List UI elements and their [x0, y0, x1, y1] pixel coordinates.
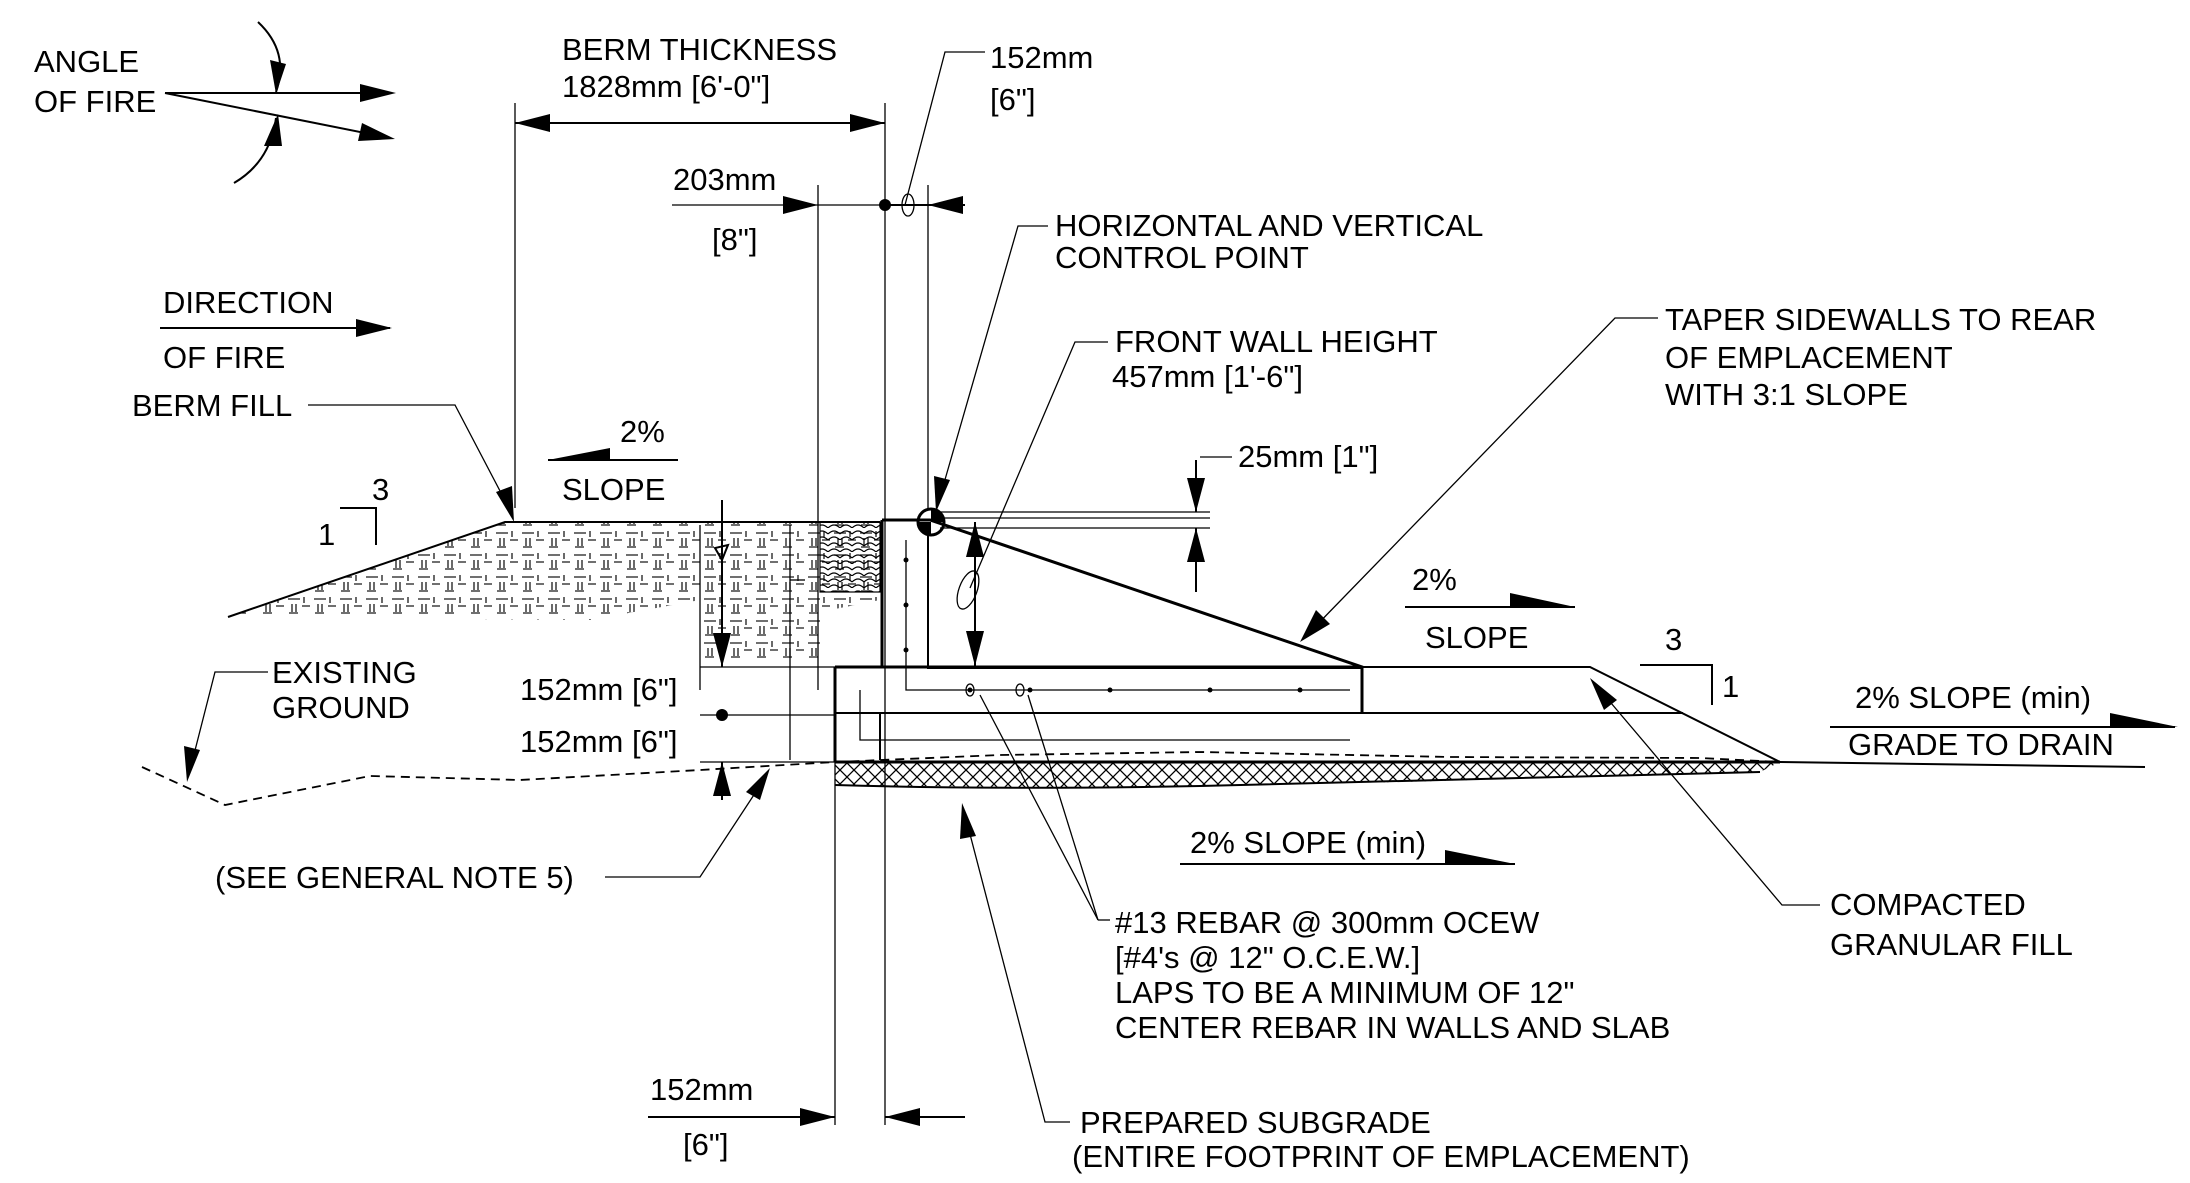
existing-ground-leader — [184, 671, 268, 782]
direction-of-fire-arrow — [160, 319, 392, 337]
rebar-label-2: [#4's @ 12" O.C.E.W.] — [1115, 940, 1420, 975]
ratio-left-3: 3 — [372, 472, 389, 507]
rebar-label-3: LAPS TO BE A MINIMUM OF 12" — [1115, 975, 1575, 1010]
existing-ground-line — [141, 751, 1781, 806]
front-wall-label-2: 457mm [1'-6"] — [1112, 359, 1303, 394]
berm-thickness-dimension — [514, 103, 886, 1125]
front-wall-label-1: FRONT WALL HEIGHT — [1115, 324, 1438, 359]
rebar-label-1: #13 REBAR @ 300mm OCEW — [1115, 905, 1540, 940]
compacted-label-2: GRANULAR FILL — [1830, 927, 2073, 962]
taper-leader — [1300, 317, 1658, 642]
dim-152-bottom-leader — [648, 762, 965, 1126]
slope-pct-berm: 2% — [620, 414, 665, 449]
general-note-label: (SEE GENERAL NOTE 5) — [215, 860, 574, 895]
right-ground-line — [1779, 713, 2178, 768]
slope-word-slab: SLOPE — [1425, 620, 1528, 655]
slope-word-berm: SLOPE — [562, 472, 665, 507]
direction-of-fire-label-1: DIRECTION — [163, 285, 334, 320]
slope-arrow-berm — [548, 448, 678, 461]
rebar-leader — [979, 694, 1110, 921]
berm-fill-label: BERM FILL — [132, 388, 292, 423]
dim-152-label-a: 152mm [6"] — [520, 672, 677, 707]
ratio-left-1: 1 — [318, 517, 335, 552]
taper-label-2: OF EMPLACEMENT — [1665, 340, 1953, 375]
taper-label-3: WITH 3:1 SLOPE — [1665, 377, 1908, 412]
slope-arrow-slab — [1405, 593, 1575, 608]
rebar-label-4: CENTER REBAR IN WALLS AND SLAB — [1115, 1010, 1670, 1045]
angle-of-fire-symbol — [164, 21, 396, 184]
dim-25-leader — [940, 456, 1232, 592]
dim-152-bottom-unit: [6"] — [683, 1127, 728, 1162]
direction-of-fire-label-2: OF FIRE — [163, 340, 285, 375]
control-point-leader — [934, 225, 1048, 512]
ratio-right-3: 3 — [1665, 622, 1682, 657]
dim-152-top-unit: [6"] — [990, 82, 1035, 117]
subgrade-label-2: (ENTIRE FOOTPRINT OF EMPLACEMENT) — [1072, 1139, 1690, 1174]
angle-of-fire-label-1: ANGLE — [34, 44, 139, 79]
dim-203-unit: [8"] — [712, 222, 757, 257]
berm-fill-leader — [308, 404, 514, 522]
slope-min-bottom-label: 2% SLOPE (min) — [1190, 825, 1426, 860]
dim-25-label: 25mm [1"] — [1238, 439, 1378, 474]
control-point-marker — [916, 507, 946, 537]
slope-arrow-bottom — [1180, 850, 1515, 865]
compacted-label-1: COMPACTED — [1830, 887, 2026, 922]
dim-203-value: 203mm — [673, 162, 776, 197]
control-point-label-2: CONTROL POINT — [1055, 240, 1309, 275]
dim-152-top-leader — [879, 51, 985, 515]
slope-min-right-label: 2% SLOPE (min) — [1855, 680, 2091, 715]
angle-of-fire-label-2: OF FIRE — [34, 84, 156, 119]
ratio-right-symbol — [1640, 664, 1713, 705]
compacted-leader — [1590, 678, 1820, 906]
dim-152-vertical — [699, 525, 835, 800]
grade-to-drain-label: GRADE TO DRAIN — [1848, 727, 2114, 762]
existing-ground-label-1: EXISTING — [272, 655, 417, 690]
general-note-leader — [605, 768, 770, 878]
subgrade-leader — [960, 803, 1070, 1123]
ratio-left-symbol — [340, 507, 377, 545]
dim-152-label-b: 152mm [6"] — [520, 724, 677, 759]
subgrade-label-1: PREPARED SUBGRADE — [1080, 1105, 1431, 1140]
berm-thickness-label: BERM THICKNESS — [562, 32, 837, 67]
dim-152-bottom-value: 152mm — [650, 1072, 753, 1107]
slope-pct-slab: 2% — [1412, 562, 1457, 597]
dim-152-top-value: 152mm — [990, 40, 1093, 75]
ratio-right-1: 1 — [1722, 669, 1739, 704]
existing-ground-label-2: GROUND — [272, 690, 410, 725]
berm-body — [227, 500, 881, 665]
control-point-label-1: HORIZONTAL AND VERTICAL — [1055, 208, 1483, 243]
taper-label-1: TAPER SIDEWALLS TO REAR — [1665, 302, 2096, 337]
berm-thickness-value: 1828mm [6'-0"] — [562, 69, 770, 104]
front-wall-leader — [956, 341, 1108, 666]
